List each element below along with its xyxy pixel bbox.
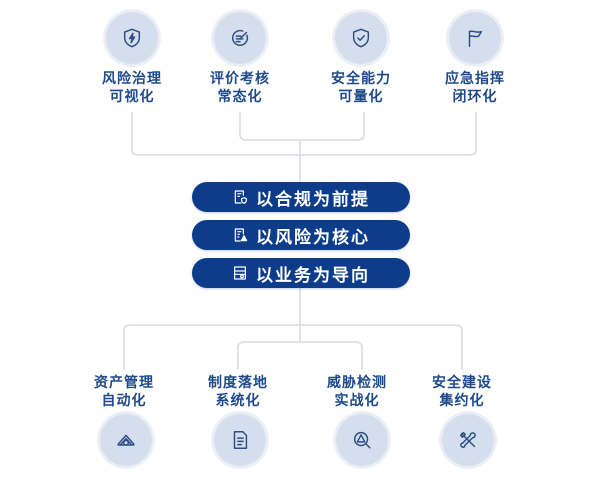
label-line-1: 制度落地 — [208, 375, 268, 391]
flag-icon — [446, 9, 504, 67]
label-line-1: 资产管理 — [94, 375, 154, 391]
label-line-2: 自动化 — [101, 393, 147, 409]
pill-label: 以合规为前提 — [256, 189, 370, 210]
pill-risk-core: 以风险为核心 — [192, 220, 410, 250]
document-shield-icon — [234, 190, 247, 204]
shield-check-icon — [332, 9, 390, 67]
label-line-2: 可量化 — [338, 89, 384, 105]
bottom-node-label: 威胁检测 实战化 — [302, 374, 412, 410]
document-warning-icon — [234, 228, 248, 242]
label-line-2: 可视化 — [109, 89, 155, 105]
label-line-2: 系统化 — [215, 393, 261, 409]
document-list-icon — [211, 411, 269, 469]
bottom-node-label: 制度落地 系统化 — [183, 374, 293, 410]
pill-compliance: 以合规为前提 — [192, 182, 410, 212]
top-node-label: 安全能力 可量化 — [306, 70, 416, 106]
asset-radar-icon — [97, 411, 155, 469]
label-line-1: 应急指挥 — [445, 71, 505, 87]
top-node-label: 评价考核 常态化 — [185, 70, 295, 106]
top-node-label: 应急指挥 闭环化 — [420, 70, 530, 106]
pill-label: 以业务为导向 — [256, 265, 370, 286]
label-line-1: 安全建设 — [432, 375, 492, 391]
shield-lightning-icon — [103, 9, 161, 67]
evaluation-gauge-icon — [211, 9, 269, 67]
bottom-node-label: 资产管理 自动化 — [69, 374, 179, 410]
label-line-1: 威胁检测 — [327, 375, 387, 391]
label-line-1: 安全能力 — [331, 71, 391, 87]
bottom-node-label: 安全建设 集约化 — [407, 374, 517, 410]
label-line-1: 评价考核 — [210, 71, 270, 87]
label-line-2: 集约化 — [439, 393, 485, 409]
label-line-2: 常态化 — [217, 89, 263, 105]
tools-icon — [439, 411, 497, 469]
label-line-2: 实战化 — [334, 393, 380, 409]
label-line-1: 风险治理 — [102, 71, 162, 87]
pill-business-oriented: 以业务为导向 — [192, 258, 410, 288]
pill-label: 以风险为核心 — [256, 227, 370, 248]
top-node-label: 风险治理 可视化 — [77, 70, 187, 106]
label-line-2: 闭环化 — [452, 89, 498, 105]
threat-detect-icon — [333, 411, 391, 469]
document-search-icon — [234, 266, 246, 280]
